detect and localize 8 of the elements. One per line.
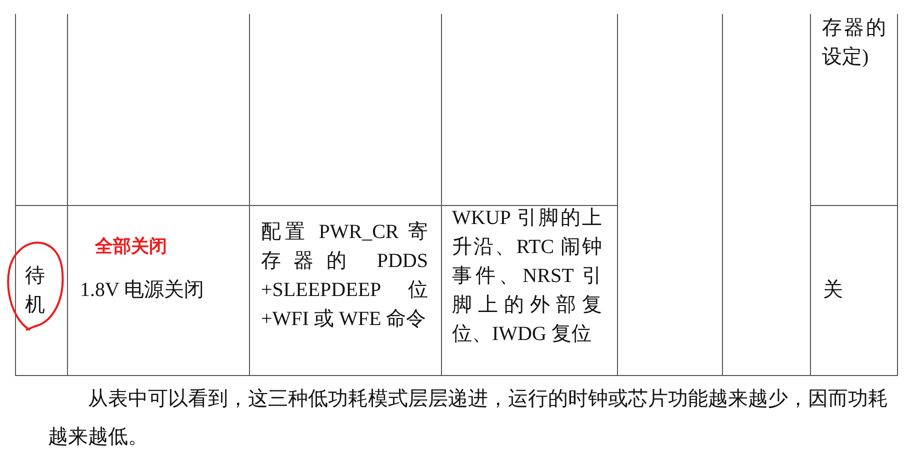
table-cell-text: 存器的设定) (822, 16, 886, 70)
handwritten-note: 全部关闭 (95, 235, 168, 258)
table-cell-text: WKUP 引脚的上升沿、RTC 闹钟事件、NRST 引脚上的外部复位、IWDG 复位 (452, 206, 602, 347)
caption: 从表中可以看到，这三种低功耗模式层层递进，运行的时钟或芯片功能越来越少，因而功耗越来越低。 (48, 387, 889, 450)
table-cell-text: 待机 (25, 264, 46, 318)
table-cell-text: 配置 PWR_CR 寄存器的 PDDS +SLEEPDEEP 位 +WFI 或 WFE 命令 (261, 220, 428, 332)
table-cell-text: 1.8V 电源关闭 (80, 278, 206, 303)
table-cell-text: 关 (823, 278, 844, 303)
